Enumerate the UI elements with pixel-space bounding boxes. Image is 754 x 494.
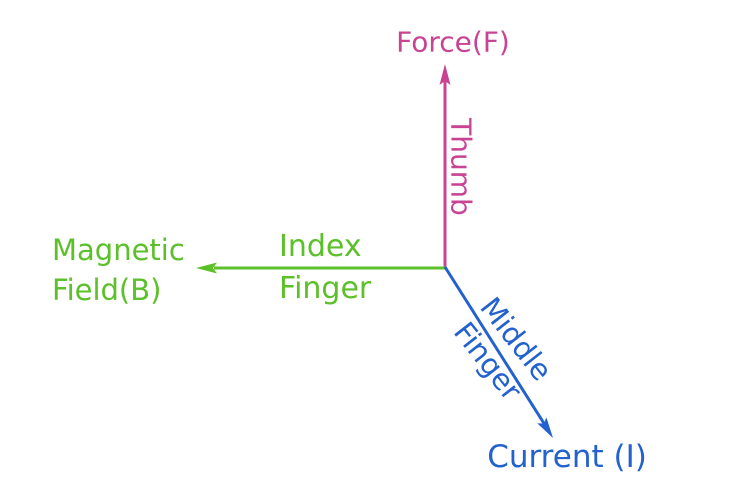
magnetic-field-label-line1: Magnetic	[52, 233, 185, 267]
current-arrowhead-icon	[537, 417, 553, 438]
magnetic-field-label: Magnetic Field(B)	[52, 230, 185, 310]
index-finger-label: Index Finger	[279, 226, 371, 310]
force-label: Force(F)	[396, 25, 510, 59]
index-finger-label-line1: Index	[279, 229, 362, 264]
thumb-label: Thumb	[444, 118, 478, 216]
index-finger-label-line2: Finger	[279, 271, 372, 306]
magnetic-field-arrowhead-icon	[196, 262, 217, 274]
current-arrow-shaft	[443, 266, 547, 426]
force-arrowhead-icon	[439, 64, 451, 85]
current-label: Current (I)	[487, 439, 647, 475]
magnetic-field-label-line2: Field(B)	[52, 273, 162, 307]
